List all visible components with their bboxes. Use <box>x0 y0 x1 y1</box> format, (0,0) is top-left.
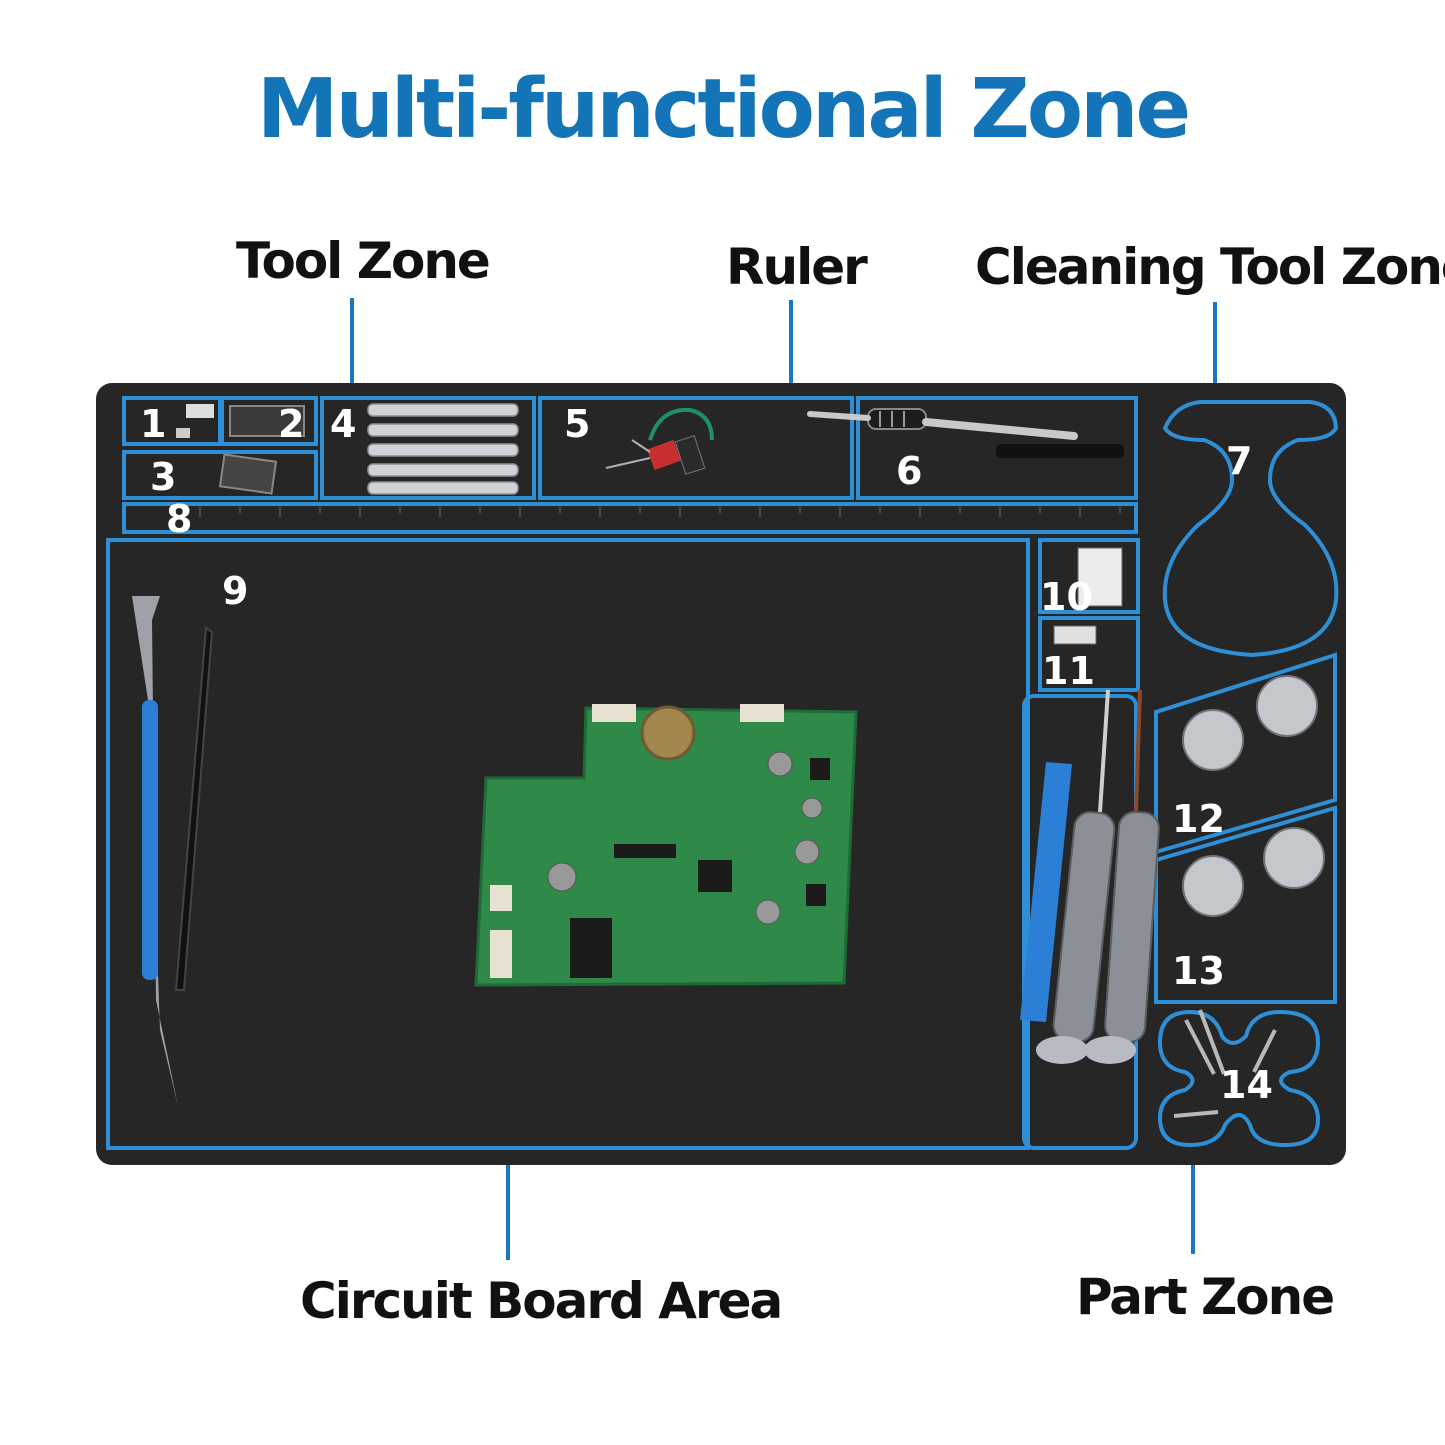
compartment-number-9: 9 <box>222 569 248 613</box>
slot-7-outline <box>1162 400 1339 658</box>
soldering-tips <box>367 403 519 495</box>
compartment-number-13: 13 <box>1172 949 1225 993</box>
chip-slot-1b <box>176 428 190 438</box>
page-title: Multi-functional Zone <box>256 62 1191 157</box>
callout-cleaning-tool-zone: Cleaning Tool Zone <box>975 238 1445 296</box>
screwdriver-set <box>1020 689 1160 1064</box>
compartment-number-6: 6 <box>896 449 922 493</box>
circuit-board <box>474 704 858 987</box>
compartment-number-7: 7 <box>1226 439 1252 483</box>
mini-screwdriver <box>807 408 1124 458</box>
resistor-network <box>1053 625 1097 645</box>
chip-slot-3 <box>218 453 278 495</box>
compartment-number-3: 3 <box>150 455 176 499</box>
leader-circuit-board-area <box>506 1150 510 1260</box>
compartment-number-8: 8 <box>166 497 192 541</box>
slot-10-outline <box>1038 538 1140 614</box>
slot-11-outline <box>1038 616 1140 692</box>
compartment-number-2: 2 <box>278 402 304 446</box>
compartment-number-4: 4 <box>330 402 356 446</box>
slot-4-outline <box>320 396 536 500</box>
slot-3-outline <box>122 450 318 500</box>
slot-8-outline <box>122 502 1138 534</box>
compartment-number-14: 14 <box>1220 1063 1273 1107</box>
slot-5-outline <box>538 396 854 500</box>
hot-air-nozzles <box>1182 675 1325 917</box>
leader-cleaning-tool-zone <box>1213 302 1217 402</box>
compartment-number-1: 1 <box>140 402 166 446</box>
chip-slot-1 <box>186 404 214 418</box>
display-module <box>1077 547 1123 607</box>
slot-14-outline <box>1157 1009 1321 1148</box>
slot-2-outline <box>220 396 318 446</box>
compartment-number-10: 10 <box>1040 575 1093 619</box>
leader-part-zone <box>1191 1148 1195 1254</box>
chip-slot-2 <box>229 405 305 437</box>
screws <box>1173 1009 1277 1118</box>
callout-circuit-board-area: Circuit Board Area <box>300 1272 783 1330</box>
compartment-number-12: 12 <box>1172 797 1225 841</box>
slot-13-outline <box>1154 805 1337 1004</box>
callout-part-zone: Part Zone <box>1076 1268 1335 1326</box>
callout-tool-zone: Tool Zone <box>236 232 491 290</box>
loose-components <box>605 407 714 475</box>
leader-tool-zone <box>350 298 354 390</box>
callout-ruler: Ruler <box>726 238 868 296</box>
slot-9-outline <box>106 538 1030 1150</box>
slot-6-outline <box>856 396 1138 500</box>
ruler-ticks <box>199 507 1121 517</box>
compartment-number-11: 11 <box>1042 649 1095 693</box>
compartment-number-5: 5 <box>564 402 590 446</box>
slot-12-outline <box>1154 652 1337 855</box>
tweezers <box>132 596 214 1106</box>
compartment-outlines <box>106 396 1339 1150</box>
